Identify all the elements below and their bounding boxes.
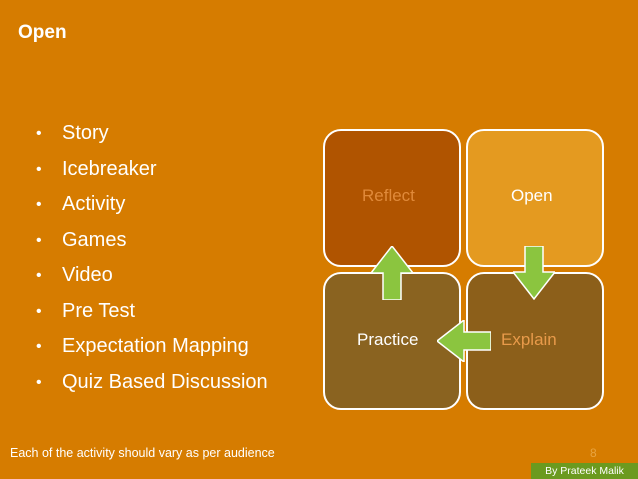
cycle-label-explain: Explain	[501, 330, 557, 349]
list-item-label: Video	[62, 264, 113, 286]
arrow-down-icon	[513, 246, 555, 300]
list-item-label: Pre Test	[62, 299, 135, 322]
bullet-icon: •	[36, 338, 42, 355]
bullet-icon: •	[36, 231, 42, 249]
list-item: • Story	[28, 116, 268, 152]
cycle-label-practice: Practice	[357, 330, 419, 349]
cycle-label-reflect: Reflect	[362, 186, 415, 205]
list-item: • Expectation Mapping	[28, 329, 268, 365]
bullet-list: • Story • Icebreaker • Activity • Games • Vid…	[28, 116, 268, 400]
bullet-icon: •	[36, 302, 42, 320]
cycle-label-open: Open	[511, 186, 553, 205]
arrow-up-icon	[371, 246, 413, 300]
page-number: 8	[590, 446, 597, 460]
list-item: • Pre Test	[28, 294, 268, 330]
list-item: • Games	[28, 223, 268, 259]
bullet-icon: •	[36, 196, 42, 213]
list-item-label: Expectation Mapping	[62, 335, 249, 357]
bullet-icon: •	[36, 267, 42, 284]
list-item-label: Activity	[62, 193, 126, 215]
cycle-tile-open	[466, 129, 604, 267]
list-item-label: Quiz Based Discussion	[62, 370, 268, 393]
list-item-label: Story	[62, 122, 109, 144]
bullet-icon: •	[36, 373, 42, 391]
list-item: • Icebreaker	[28, 152, 268, 188]
footnote: Each of the activity should vary as per …	[10, 446, 275, 460]
list-item: • Activity	[28, 187, 268, 223]
list-item: • Video	[28, 258, 268, 294]
bullet-icon: •	[36, 160, 42, 178]
list-item-label: Icebreaker	[62, 157, 157, 180]
list-item-label: Games	[62, 228, 127, 251]
cycle-tile-reflect	[323, 129, 461, 267]
bullet-icon: •	[36, 125, 42, 142]
slide-title: Open	[18, 22, 67, 43]
list-item: • Quiz Based Discussion	[28, 365, 268, 401]
author-badge: By Prateek Malik	[531, 463, 638, 479]
arrow-left-icon	[437, 320, 491, 362]
